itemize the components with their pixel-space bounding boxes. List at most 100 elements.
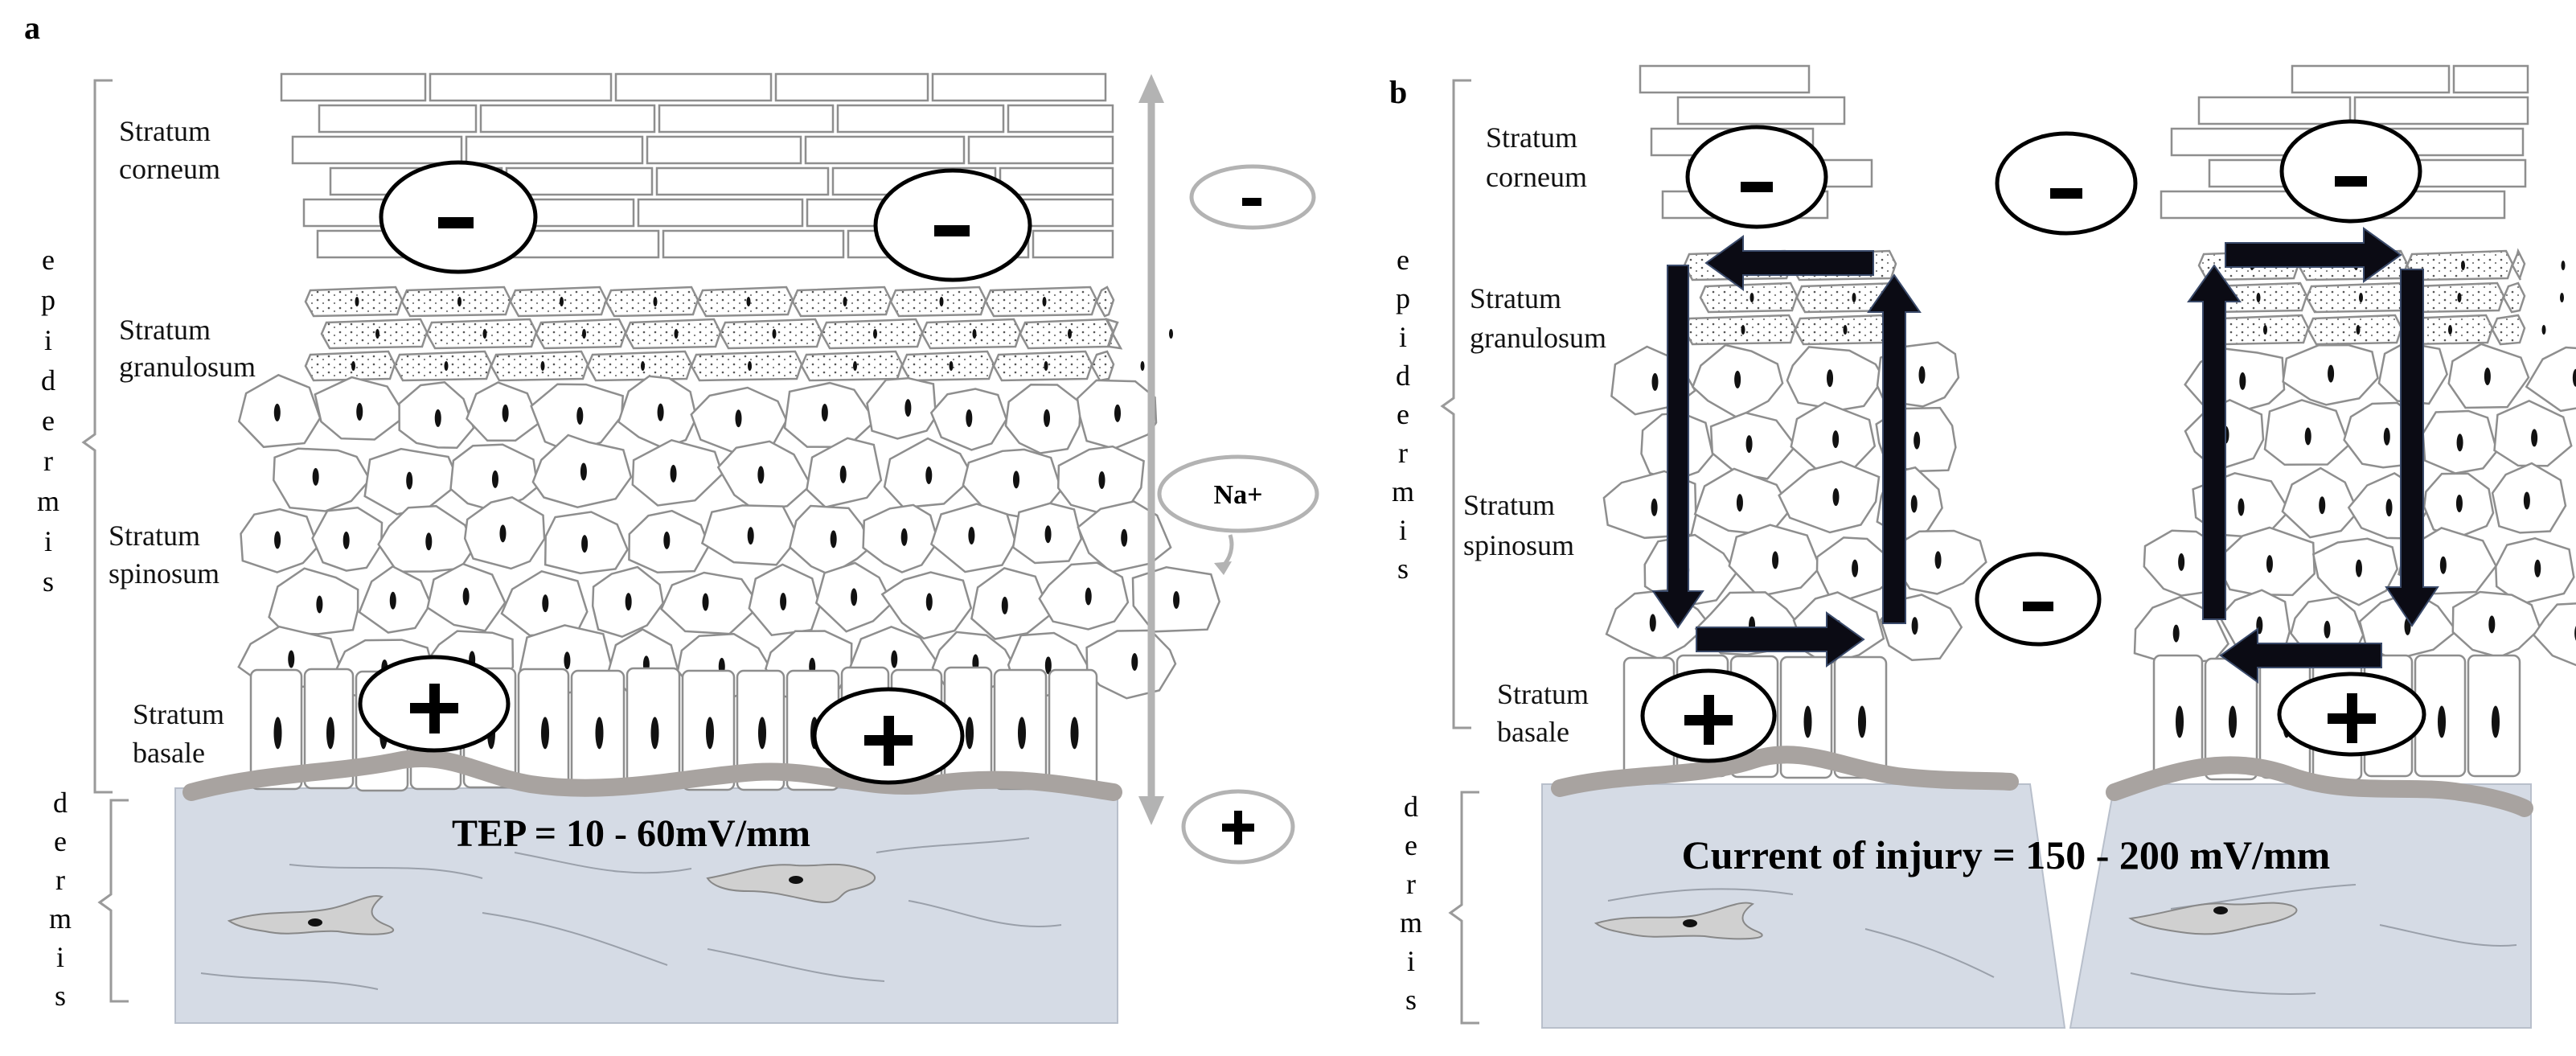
panel-a-granular-cell bbox=[320, 318, 429, 350]
panel-b-spinous-nucleus bbox=[2385, 499, 2393, 517]
panel-a-brick bbox=[774, 72, 929, 102]
panel-a-spinous-nucleus bbox=[821, 404, 828, 422]
panel-a-spinous-nucleus bbox=[356, 402, 363, 421]
panel-a-fiber bbox=[289, 864, 483, 879]
panel-a-spinous-nucleus bbox=[434, 409, 441, 427]
panel-b-spinous-nucleus bbox=[2239, 372, 2246, 390]
panel-b-granular-cell bbox=[2214, 314, 2310, 346]
panel-a-spinous-nucleus bbox=[747, 527, 754, 545]
panel-b-spinous-cell bbox=[2451, 590, 2541, 659]
outer-positive-ion bbox=[1181, 789, 1295, 865]
panel-a-granular-nucleus bbox=[560, 297, 564, 306]
panel-a-fiber bbox=[200, 972, 379, 990]
panel-a-brick bbox=[646, 135, 802, 165]
current-arrow-left-bottom bbox=[2219, 627, 2382, 684]
panel-a-granular-nucleus bbox=[939, 297, 944, 306]
layer-labels-a: Stratum corneum Stratum granulosum Strat… bbox=[109, 115, 256, 769]
panel-b-spinous-nucleus bbox=[1910, 495, 1918, 513]
panel-b-granular-cell bbox=[1794, 314, 1890, 346]
panel-b-granular-nucleus bbox=[2560, 293, 2564, 302]
positive-charge-a1 bbox=[358, 655, 511, 753]
panel-b-granular-cell bbox=[2305, 281, 2410, 314]
panel-b-spinous-nucleus bbox=[1918, 366, 1926, 384]
basement-membrane-a bbox=[183, 749, 1122, 801]
epidermis-a-letter: p bbox=[41, 284, 55, 316]
panel-a-granular-nucleus bbox=[653, 297, 658, 306]
epidermis-brace-a bbox=[81, 79, 113, 794]
panel-a-spinous-nucleus bbox=[1044, 409, 1051, 427]
panel-a-granular-cell bbox=[490, 350, 589, 382]
panel-a-spinous-nucleus bbox=[581, 535, 589, 553]
panel-a-granular-cell bbox=[696, 286, 794, 318]
panel-b-spinous-nucleus bbox=[2319, 496, 2326, 515]
panel-a-spinous-nucleus bbox=[925, 466, 933, 484]
panel-a-basal-nucleus bbox=[326, 717, 334, 750]
potential-axis-arrowhead-bottom bbox=[1138, 796, 1164, 825]
panel-a-granular-cell bbox=[535, 318, 627, 350]
panel-b-spinous-cell bbox=[1786, 346, 1885, 412]
panel-a-spinous-cell bbox=[970, 567, 1052, 640]
label-granulosum-1-a: Stratum bbox=[119, 314, 211, 346]
panel-b-basal-nucleus bbox=[2492, 705, 2500, 738]
negative-charge-b1 bbox=[1685, 125, 1828, 229]
epidermis-a-letter: i bbox=[44, 525, 52, 557]
epidermis-b-letter: d bbox=[1396, 360, 1410, 392]
panel-a-spinous-nucleus bbox=[274, 531, 281, 549]
panel-a-granular-nucleus bbox=[873, 329, 877, 339]
panel-a-brick bbox=[836, 104, 1005, 134]
panel-b-spinous-nucleus bbox=[2572, 368, 2576, 387]
panel-a-basal-nucleus bbox=[1018, 717, 1026, 750]
panel-b-spinous-nucleus bbox=[1852, 559, 1859, 577]
epidermis-a-letter: e bbox=[42, 244, 55, 276]
panel-a-spinous-nucleus bbox=[830, 530, 837, 549]
panel-b-granular-nucleus bbox=[2359, 293, 2363, 302]
dermis-region-b-right bbox=[2069, 783, 2532, 1029]
panel-b-spinous-nucleus bbox=[2531, 429, 2538, 447]
panel-a-granular-cell bbox=[921, 318, 1022, 350]
panel-b-spinous-cell bbox=[2532, 602, 2576, 667]
panel-a-spinous-cell bbox=[1085, 629, 1177, 700]
panel-a-granular-cell bbox=[304, 286, 404, 318]
panel-a-basal-nucleus bbox=[706, 717, 714, 750]
dermis-a-letter: e bbox=[54, 825, 67, 857]
panel-b-spinous-cell bbox=[1709, 411, 1798, 480]
panel-a-spinous-nucleus bbox=[1044, 525, 1052, 544]
label-granulosum-2-b: granulosum bbox=[1470, 322, 1606, 354]
panel-a-basal-nucleus bbox=[758, 717, 766, 750]
panel-a-granular-cell bbox=[586, 350, 693, 382]
panel-a-spinous-nucleus bbox=[1098, 470, 1105, 489]
outer-negative-ion bbox=[1189, 164, 1316, 230]
dermis-brace-b bbox=[1448, 791, 1479, 1025]
panel-a-spinous-nucleus bbox=[1012, 470, 1019, 489]
panel-b-spinous-nucleus bbox=[1745, 435, 1753, 454]
panel-b-granular-cell bbox=[2491, 314, 2526, 346]
current-arrow-up-right bbox=[2187, 264, 2242, 620]
panel-b-fiber bbox=[1607, 888, 1794, 902]
panel-a-basal-nucleus bbox=[966, 717, 974, 750]
panel-a-brick bbox=[999, 166, 1114, 196]
epidermis-b-letter: s bbox=[1397, 553, 1409, 585]
epidermis-b-letter: i bbox=[1399, 321, 1407, 353]
panel-b-brick bbox=[2452, 64, 2529, 94]
panel-a-spinous-nucleus bbox=[542, 594, 549, 613]
panel-a-brick bbox=[479, 104, 656, 134]
tep-label: TEP = 10 - 60mV/mm bbox=[452, 812, 810, 855]
panel-b-granular-cell bbox=[1699, 281, 1799, 314]
epidermis-a-letter: r bbox=[43, 445, 53, 477]
dermis-region-b-left bbox=[1541, 783, 2066, 1029]
panel-a-spinous-nucleus bbox=[425, 532, 433, 551]
panel-a-spinous-cell bbox=[866, 376, 937, 440]
panel-a-granular-cell bbox=[425, 318, 538, 350]
negative-charge-a2 bbox=[873, 168, 1032, 282]
label-spinosum-1-b: Stratum bbox=[1463, 489, 1555, 521]
label-granulosum-1-b: Stratum bbox=[1470, 282, 1561, 314]
panel-a-granular-nucleus bbox=[1169, 329, 1173, 339]
label-spinosum-2-a: spinosum bbox=[109, 557, 219, 590]
panel-a-granular-nucleus bbox=[641, 361, 645, 371]
panel-a-spinous-nucleus bbox=[288, 650, 295, 668]
panel-b-spinous-nucleus bbox=[1911, 617, 1918, 635]
panel-a-granular-nucleus bbox=[748, 361, 752, 371]
dermis-a-letter: i bbox=[56, 941, 64, 973]
